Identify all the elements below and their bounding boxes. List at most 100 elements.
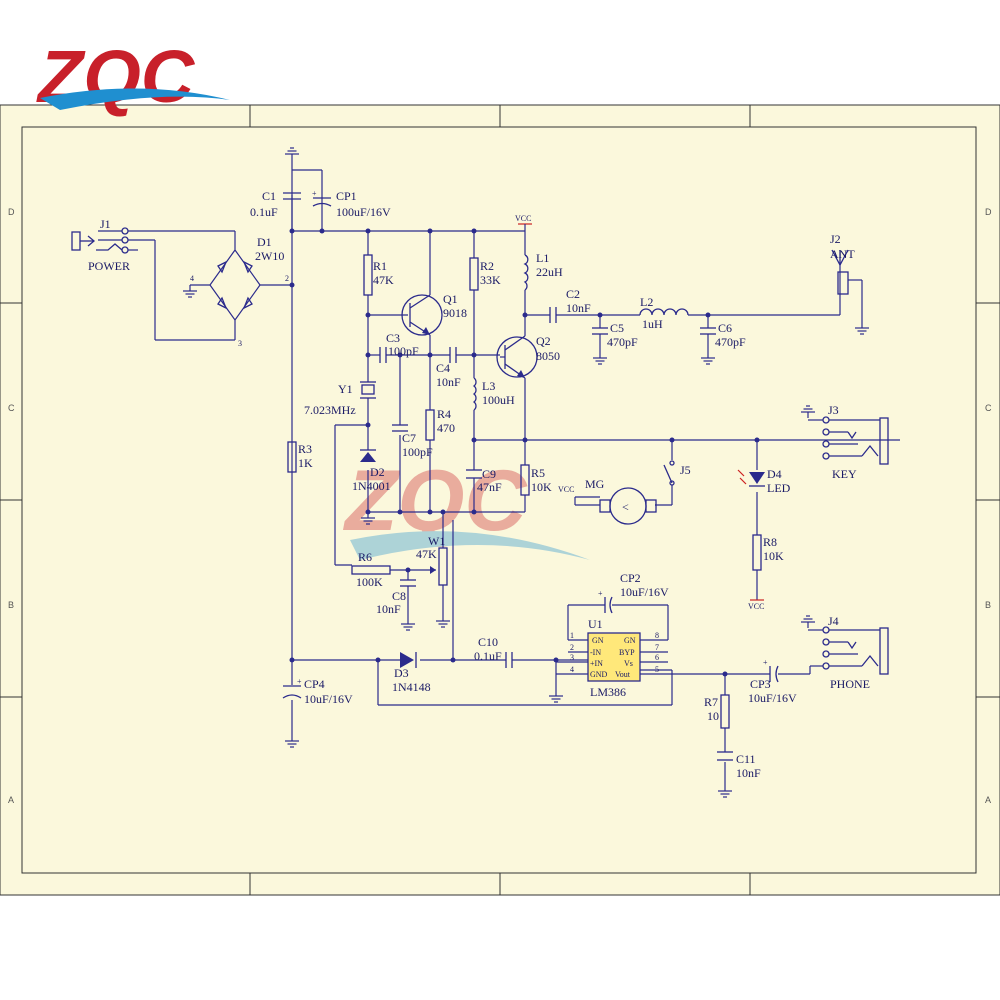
c1-value: 0.1uF [250, 205, 278, 219]
u1-pin-name-l3: +IN [590, 659, 603, 668]
inductor-l2 [639, 308, 689, 316]
zone-left-d: D [8, 207, 15, 217]
capacitor-c6 [700, 315, 716, 352]
svg-text:<: < [622, 500, 629, 514]
cp3-value: 10uF/16V [748, 691, 797, 705]
capacitor-cp1: + [312, 189, 332, 207]
resistor-r1 [363, 254, 373, 296]
d2-value: 1N4001 [352, 479, 391, 493]
j3-ref: J3 [828, 403, 839, 417]
u1-pin-name-r8: GN [624, 636, 636, 645]
capacitor-c8 [400, 579, 416, 618]
c5-value: 470pF [607, 335, 638, 349]
d1-value: 2W10 [255, 249, 284, 263]
l3-value: 100uH [482, 393, 515, 407]
r1-ref: R1 [373, 259, 387, 273]
c2-ref: C2 [566, 287, 580, 301]
vcc-label-mg: VCC [558, 485, 574, 494]
crystal-y1 [360, 381, 376, 399]
zone-left-c: C [8, 403, 15, 413]
l3-ref: L3 [482, 379, 495, 393]
capacitor-cp2: + [598, 589, 613, 614]
capacitor-cp3: + [763, 658, 779, 683]
j3-name: KEY [832, 467, 857, 481]
c8-ref: C8 [392, 589, 406, 603]
c6-value: 470pF [715, 335, 746, 349]
c10-value: 0.1uF [474, 649, 502, 663]
vcc-label-r8: VCC [748, 602, 764, 611]
resistor-r5 [520, 464, 530, 496]
r1-value: 47K [373, 273, 394, 287]
capacitor-c2 [549, 307, 557, 323]
capacitor-c1 [283, 192, 301, 231]
u1-pin-num-4: 4 [570, 665, 574, 674]
u1-pin-name-r5: Vout [615, 670, 631, 679]
wires [128, 160, 900, 785]
junctions [289, 228, 760, 677]
c3-value: 100pF [388, 344, 419, 358]
l2-ref: L2 [640, 295, 653, 309]
resistor-r3 [287, 441, 297, 473]
cp4-ref: CP4 [304, 677, 325, 691]
c2-value: 10nF [566, 301, 591, 315]
q1-ref: Q1 [443, 292, 458, 306]
u1-pin-name-r6: Vs [624, 659, 633, 668]
u1-pin-num-2: 2 [570, 643, 574, 652]
j5-ref: J5 [680, 463, 691, 477]
d2-ref: D2 [370, 465, 385, 479]
zone-labels: D C B A D C B A [8, 207, 992, 805]
switch-j5 [663, 460, 675, 486]
key-jack-j3 [800, 405, 889, 465]
u1-pin-num-8: 8 [655, 631, 659, 640]
d3-ref: D3 [394, 666, 409, 680]
c7-value: 100pF [402, 445, 433, 459]
brand-logo: ZQC [36, 35, 230, 118]
w1-ref: W1 [428, 534, 445, 548]
vcc-label-top: VCC [515, 214, 531, 223]
capacitor-c4 [449, 347, 457, 363]
r7-ref: R7 [704, 695, 718, 709]
capacitor-c3 [379, 347, 387, 363]
c11-ref: C11 [736, 752, 756, 766]
c9-ref: C9 [482, 467, 496, 481]
transistor-q1 [401, 294, 443, 336]
r2-value: 33K [480, 273, 501, 287]
cp1-ref: CP1 [336, 189, 357, 203]
u1-pin-num-6: 6 [655, 653, 659, 662]
capacitor-c11 [717, 751, 733, 761]
u1-value: LM386 [590, 685, 626, 699]
y1-value: 7.023MHz [304, 403, 356, 417]
cp2-ref: CP2 [620, 571, 641, 585]
r6-value: 100K [356, 575, 383, 589]
zone-right-c: C [985, 403, 992, 413]
resistor-r6 [351, 565, 391, 575]
zone-left-b: B [8, 600, 14, 610]
d1-pin3: 3 [238, 339, 242, 348]
resistor-r7 [720, 694, 730, 729]
resistor-r4 [425, 409, 435, 441]
zone-right-d: D [985, 207, 992, 217]
d1-ref: D1 [257, 235, 272, 249]
antenna-j2 [831, 249, 849, 295]
u1-pin-num-5: 5 [655, 665, 659, 674]
sheet-background [0, 105, 1000, 895]
j2-name: ANT [830, 247, 855, 261]
u1-pin-num-7: 7 [655, 643, 659, 652]
c9-value: 47nF [477, 480, 502, 494]
d3-value: 1N4148 [392, 680, 431, 694]
r2-ref: R2 [480, 259, 494, 273]
watermark-logo: ZQC [342, 453, 590, 560]
c7-ref: C7 [402, 431, 416, 445]
logo-swoosh-icon [40, 88, 230, 110]
r8-ref: R8 [763, 535, 777, 549]
r8-value: 10K [763, 549, 784, 563]
d4-ref: D4 [767, 467, 782, 481]
c4-value: 10nF [436, 375, 461, 389]
w1-value: 47K [416, 547, 437, 561]
j4-ref: J4 [828, 614, 839, 628]
inductor-l1 [523, 254, 529, 291]
cp2-value: 10uF/16V [620, 585, 669, 599]
c1-ref: C1 [262, 189, 276, 203]
u1-pin-name-l2: -IN [590, 648, 601, 657]
u1-pin-name-l4: GND [590, 670, 608, 679]
